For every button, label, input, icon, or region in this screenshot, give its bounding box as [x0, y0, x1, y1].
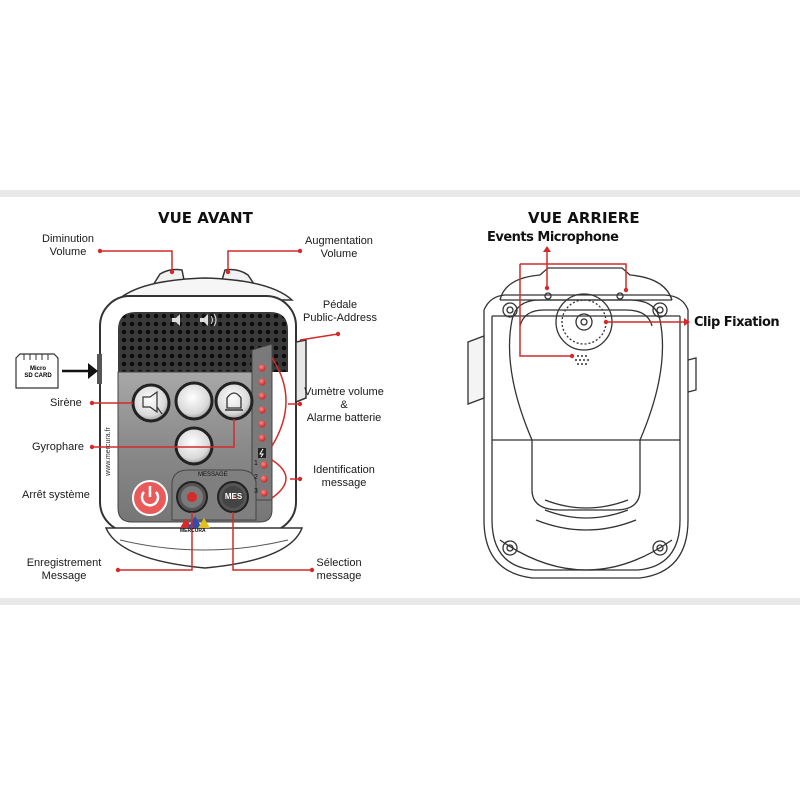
label-identification-message: Identification message [313, 464, 375, 489]
label-gyrophare: Gyrophare [32, 441, 84, 453]
message-number-3: 3 [254, 488, 258, 495]
label-enregistrement-message: Enregistrement Message [26, 557, 102, 582]
mes-button-label: MES [224, 492, 243, 501]
bottom-divider [0, 598, 800, 605]
back-view-title: VUE ARRIERE [528, 209, 640, 227]
brand-name: MERCURA [180, 528, 206, 534]
message-panel-label: MESSAGE [198, 472, 228, 478]
gyrophare-button[interactable] [214, 381, 254, 421]
siren-button[interactable] [131, 383, 171, 423]
label-selection-message: Sélection message [316, 557, 362, 582]
blank-button-bottom[interactable] [174, 426, 214, 466]
back-leader-dots [543, 246, 690, 359]
sd-card-label: Micro SD CARD [24, 366, 52, 379]
vumeter-leds [258, 364, 266, 458]
label-arret-systeme: Arrêt système [22, 489, 90, 501]
message-number-2: 2 [254, 474, 258, 481]
front-leader-lines [92, 250, 339, 571]
back-device [467, 267, 697, 579]
website-text: www.mercura.fr [104, 427, 112, 476]
sd-card-icon [15, 353, 59, 389]
message-id-leds [260, 461, 268, 497]
label-pedale-public-address: Pédale Public-Address [303, 299, 377, 324]
label-vumetre-volume: Vumètre volume & Alarme batterie [304, 386, 384, 424]
back-leader-lines [519, 250, 684, 357]
label-diminution-volume: Diminution Volume [42, 233, 94, 258]
label-events-microphone: Events Microphone [487, 230, 619, 245]
label-clip-fixation: Clip Fixation [694, 315, 780, 330]
label-sirene: Sirène [50, 397, 82, 409]
blank-button-top[interactable] [174, 381, 214, 421]
message-number-1: 1 [254, 460, 258, 467]
top-divider [0, 190, 800, 197]
front-view-title: VUE AVANT [158, 209, 253, 227]
front-leader-dots [89, 248, 341, 573]
speaker-holes [574, 354, 590, 366]
power-button[interactable] [132, 480, 168, 516]
label-augmentation-volume: Augmentation Volume [305, 235, 373, 260]
